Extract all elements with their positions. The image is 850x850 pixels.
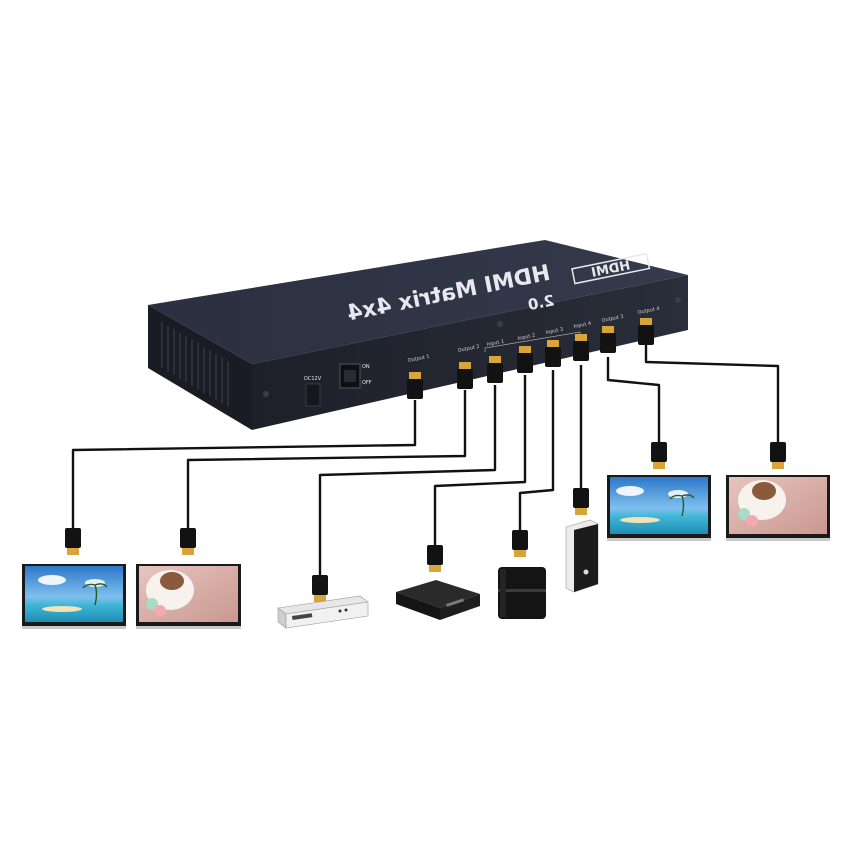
screw-icon (675, 297, 681, 303)
hdmi-connector-icon (517, 346, 533, 373)
hdmi-connector-icon (600, 326, 616, 353)
dc-label: DC12V (304, 376, 322, 382)
hdmi-connector-icon (545, 340, 561, 367)
cable-input-3 (518, 370, 555, 530)
port-label: Output 4 (637, 306, 660, 316)
tv-screen (610, 477, 708, 534)
vent-grill (161, 322, 229, 407)
hdmi-connector-icon (638, 318, 654, 345)
hdmi-matrix-device: HDMI Matrix 4x4 HDMI 2.0 DC12V ON OFF Ou… (148, 240, 688, 430)
hdmi-connector-icon (457, 362, 473, 389)
hdmi-connector-icon (312, 575, 328, 602)
hdmi-connector-icon (651, 442, 667, 469)
port-label: Output 3 (601, 314, 624, 324)
screw-icon (497, 321, 503, 327)
port-labels: Output 1 Output 2 Input 1 Input 2 Input 3 Inp… (407, 306, 660, 364)
set-top-box (396, 580, 480, 620)
hdmi-connector-icon (180, 528, 196, 555)
hdmi-connector-icon (487, 356, 503, 383)
dvd-player (277, 595, 369, 629)
cable-output-4 (644, 345, 780, 442)
hdmi-connector-icon (770, 442, 786, 469)
hdmi-connectors (65, 318, 786, 602)
cable-output-1 (71, 400, 417, 528)
hdmi-connector-icon (512, 530, 528, 557)
pc-tower (565, 519, 599, 593)
tv-output-3 (607, 475, 711, 541)
tv-output-4 (726, 475, 830, 541)
chassis-top (148, 240, 688, 364)
tv-screen (25, 566, 123, 622)
port-label: Input 2 (517, 333, 536, 342)
tv-output-2 (136, 564, 241, 629)
hdmi-connector-icon (573, 488, 589, 515)
switch-on-label: ON (362, 364, 370, 370)
cable-output-2 (186, 390, 467, 528)
hdmi-connector-icon (65, 528, 81, 555)
hdmi-connector-icon (573, 334, 589, 361)
game-console-icon (498, 567, 546, 619)
switch-off-label: OFF (362, 380, 372, 386)
port-label: Output 2 (457, 344, 480, 354)
port-label: Input 1 (486, 339, 505, 348)
version-label: 2.0 (526, 291, 556, 314)
tv-output-1 (22, 564, 126, 629)
port-label: Input 4 (573, 321, 592, 330)
game-console (498, 567, 546, 619)
power-switch-rocker (344, 370, 356, 382)
cable-input-1 (318, 385, 497, 575)
cables (71, 345, 780, 575)
hdmi-logo-icon (571, 252, 651, 285)
dc-power-jack[interactable] (305, 383, 321, 407)
hdmi-connector-icon (427, 545, 443, 572)
port-label: Input 3 (545, 327, 564, 336)
cable-output-3 (606, 357, 661, 442)
chassis-front (252, 275, 688, 430)
hdmi-connector-icon (407, 372, 423, 399)
cable-input-2 (433, 375, 527, 545)
port-label: Output 1 (407, 354, 430, 364)
screw-icon (263, 391, 269, 397)
